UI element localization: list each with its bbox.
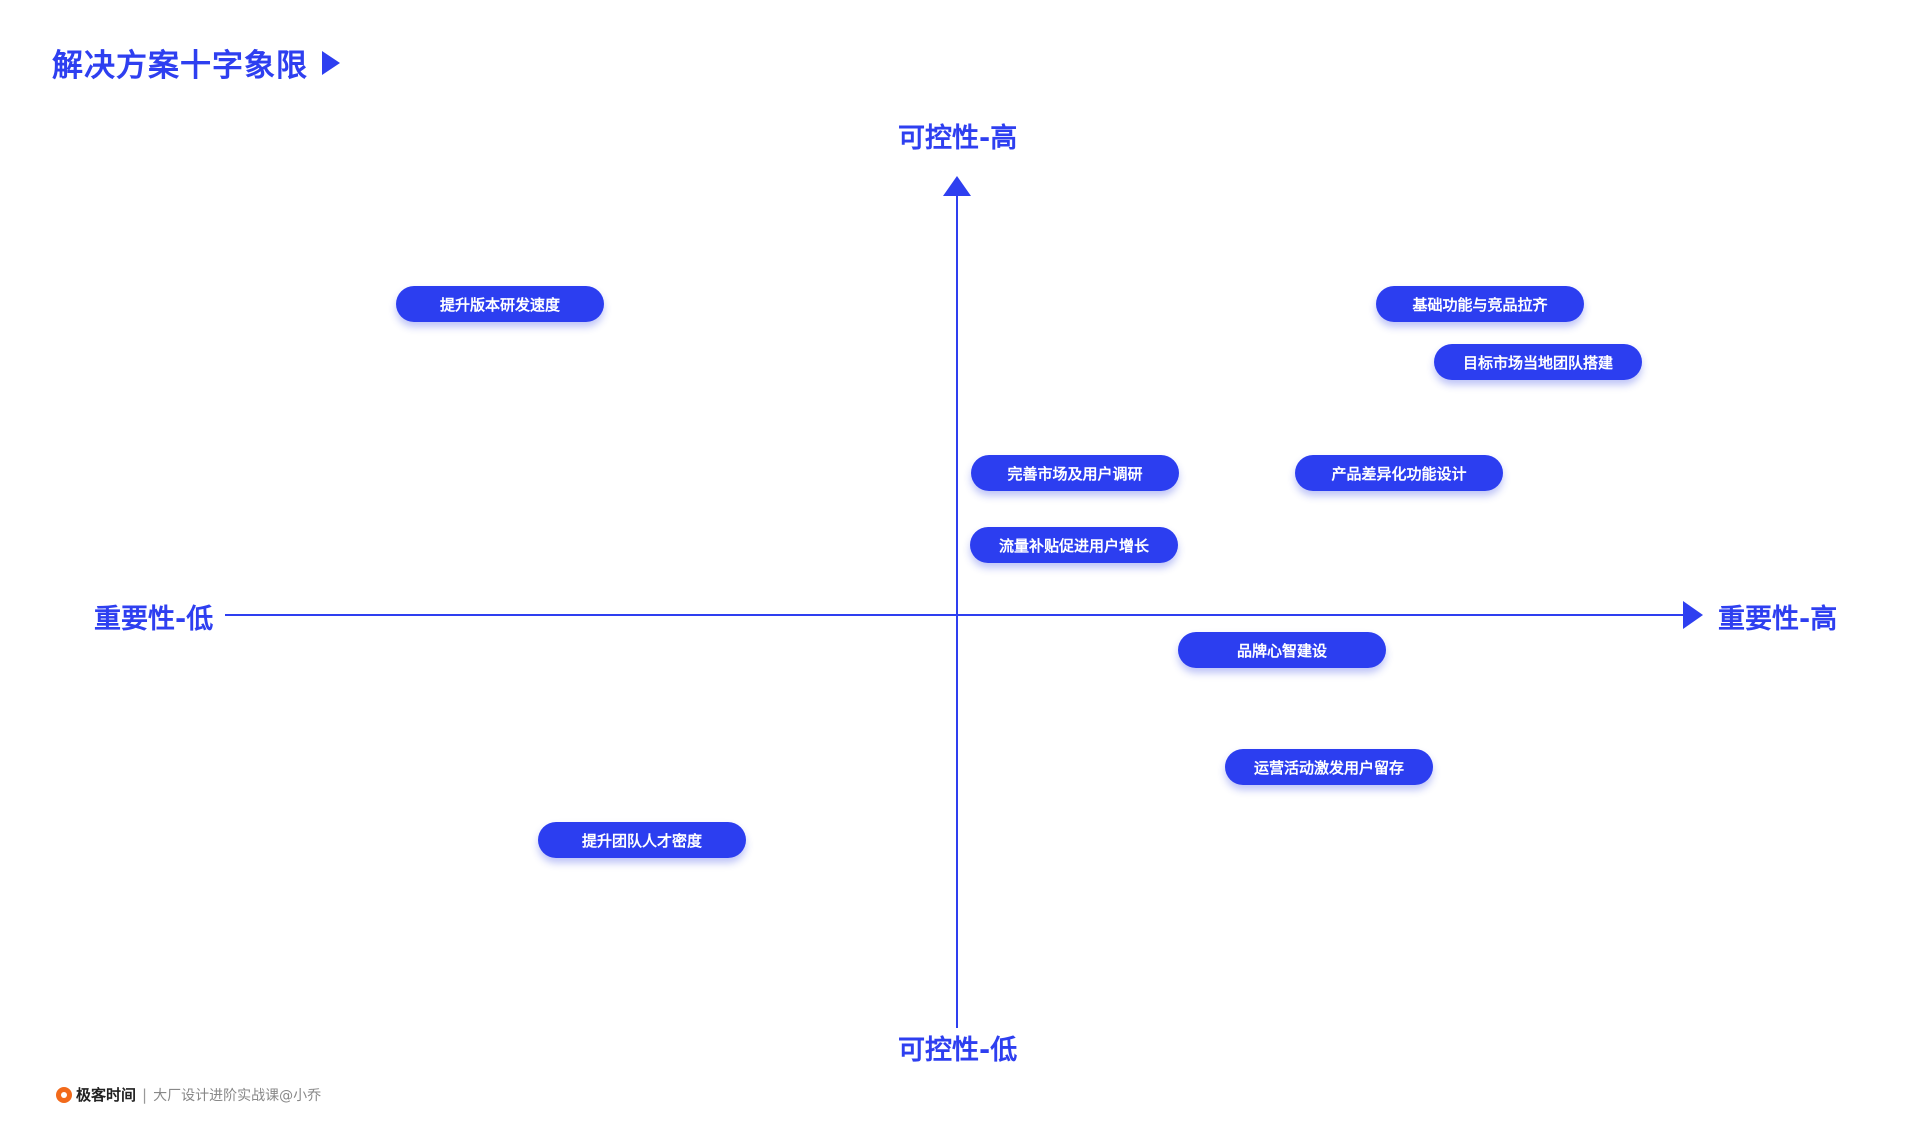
geektime-logo-icon — [56, 1086, 72, 1103]
quadrant-item: 提升团队人才密度 — [538, 822, 746, 858]
axis-label-y-high: 可控性-高 — [898, 123, 1018, 154]
arrow-up-icon — [943, 176, 971, 196]
vertical-axis — [956, 190, 958, 1028]
quadrant-item: 提升版本研发速度 — [396, 286, 604, 322]
title-row: 解决方案十字象限 — [52, 40, 340, 85]
quadrant-item: 完善市场及用户调研 — [971, 455, 1179, 491]
footer-separator: | — [142, 1085, 148, 1104]
quadrant-item: 目标市场当地团队搭建 — [1434, 344, 1642, 380]
footer-course: 大厂设计进阶实战课@小乔 — [153, 1087, 322, 1104]
axis-label-y-low: 可控性-低 — [898, 1035, 1018, 1066]
axis-label-x-high: 重要性-高 — [1718, 604, 1838, 635]
quadrant-item: 运营活动激发用户留存 — [1225, 749, 1433, 785]
footer-brand: 极客时间 — [76, 1086, 137, 1104]
page-title: 解决方案十字象限 — [52, 48, 308, 84]
quadrant-item: 基础功能与竞品拉齐 — [1376, 286, 1584, 322]
play-triangle-icon — [322, 50, 340, 75]
quadrant-item: 产品差异化功能设计 — [1295, 455, 1503, 491]
footer: 极客时间 | 大厂设计进阶实战课@小乔 — [56, 1084, 321, 1105]
quadrant-item: 流量补贴促进用户增长 — [970, 527, 1178, 563]
arrow-right-icon — [1683, 601, 1703, 629]
axis-label-x-low: 重要性-低 — [94, 604, 214, 635]
horizontal-axis — [225, 614, 1685, 616]
quadrant-item: 品牌心智建设 — [1178, 632, 1386, 668]
